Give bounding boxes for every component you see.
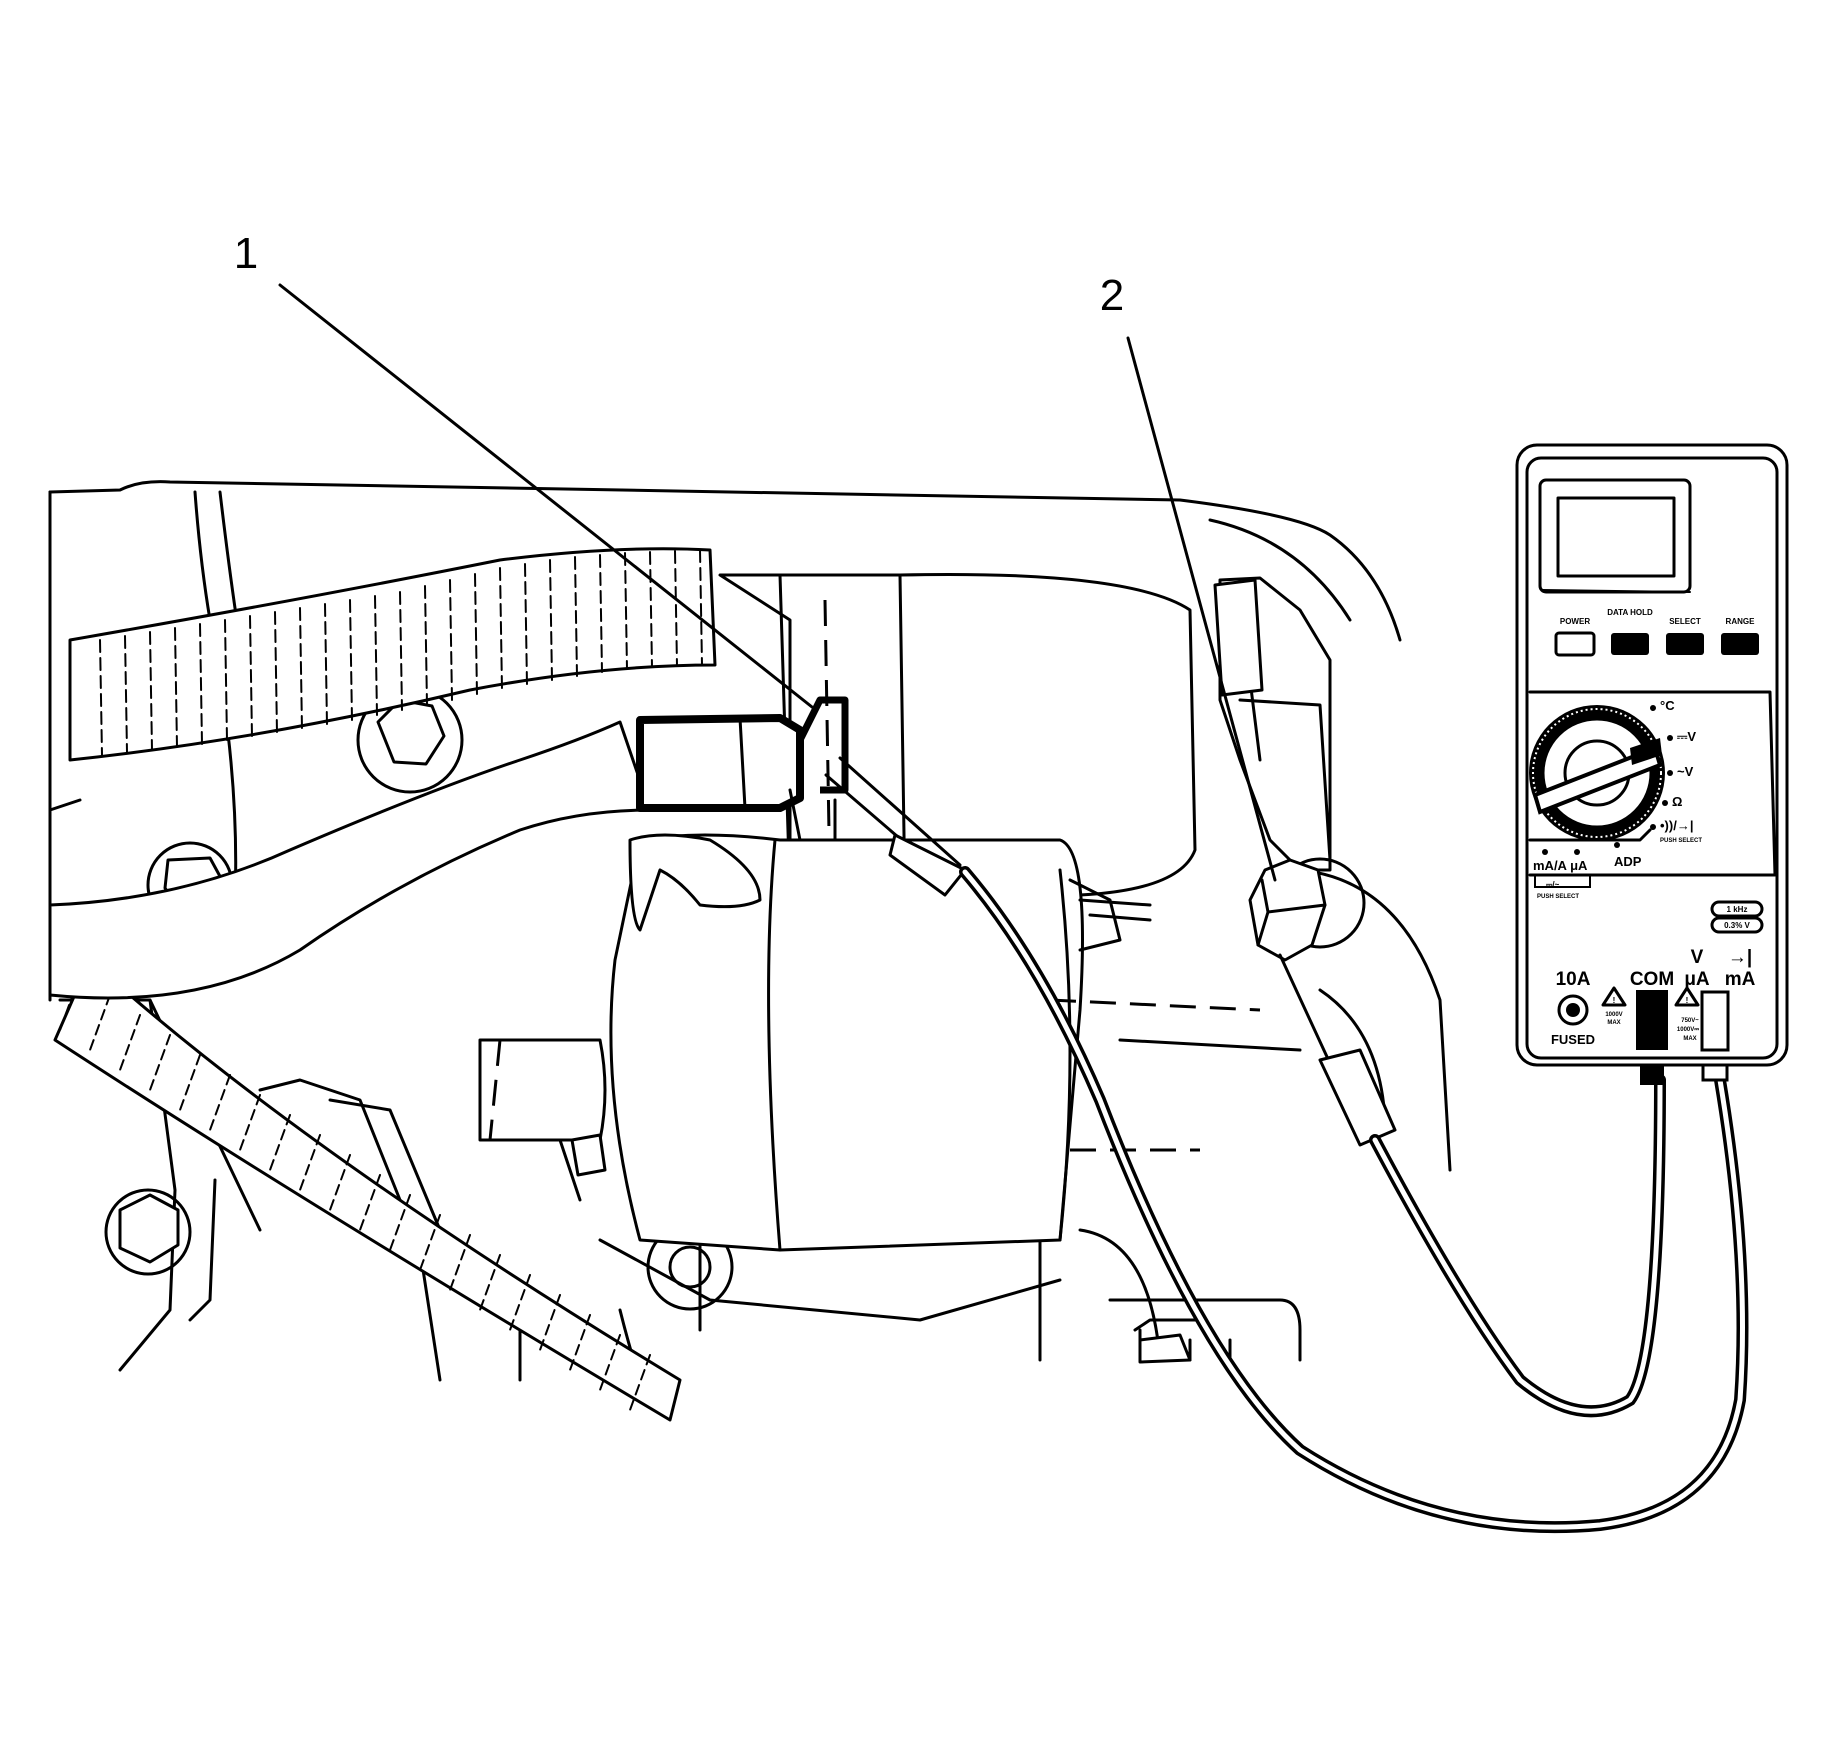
jack-label-ua: μA	[1684, 969, 1710, 990]
range-button[interactable]	[1721, 633, 1759, 655]
wire-harness-upper	[68, 547, 717, 762]
button-label-data-hold: DATA HOLD	[1607, 608, 1653, 617]
dial-push-select-2: PUSH SELECT	[1537, 894, 1579, 900]
dial-adp: ADP	[1614, 854, 1642, 869]
hex-bolt-lower-left	[104, 1188, 192, 1276]
engine-background	[48, 480, 1452, 1382]
dial-ohms: Ω	[1672, 794, 1682, 809]
battery-cable	[48, 720, 652, 1000]
callout-2-label: 2	[1100, 271, 1124, 320]
max2-b: 1000V⎓	[1677, 1027, 1699, 1033]
dial-ac-volts: ~V	[1677, 764, 1694, 779]
dial-dc-volts: ⎓V	[1677, 729, 1696, 744]
freq-pct: 0.3% V	[1724, 921, 1750, 930]
max2-c: MAX	[1683, 1036, 1696, 1042]
button-label-power: POWER	[1560, 617, 1590, 626]
hex-bolt-upper-left	[356, 686, 464, 794]
button-label-range: RANGE	[1726, 617, 1756, 626]
jack-label-10a: 10A	[1556, 969, 1591, 990]
small-bolt-bottom-right	[1138, 1333, 1192, 1364]
jack-com[interactable]	[1636, 990, 1668, 1050]
wire-harness-lower	[53, 958, 682, 1422]
callout-1: 1	[234, 229, 814, 709]
jack-label-ma: mA	[1725, 969, 1756, 990]
dial-ma-ua: mA/A μA	[1533, 858, 1588, 873]
jack-label-v: V	[1691, 947, 1704, 968]
freq-hz: 1 kHz	[1727, 905, 1748, 914]
dial-ma-ua-sub: ⎓/~	[1546, 880, 1560, 889]
jack-label-diode: →|	[1728, 947, 1752, 968]
svg-text:!: !	[1686, 996, 1689, 1005]
meter-display	[1538, 478, 1692, 594]
max2-a: 750V~	[1681, 1018, 1699, 1024]
button-label-select: SELECT	[1669, 617, 1701, 626]
svg-text:!: !	[1613, 996, 1616, 1005]
ground-bolt	[1248, 857, 1366, 962]
jack-label-fused: FUSED	[1551, 1032, 1595, 1047]
select-button[interactable]	[1666, 633, 1704, 655]
dial-temp: °C	[1660, 698, 1675, 713]
rotary-dial[interactable]	[1529, 705, 1665, 841]
callout-2: 2	[1100, 271, 1277, 882]
solenoid-connector	[636, 696, 849, 842]
callout-1-label: 1	[234, 229, 258, 278]
dial-continuity-diode: •))/→|	[1660, 818, 1693, 833]
starter-motor	[478, 572, 1261, 1322]
dial-push-select-1: PUSH SELECT	[1660, 838, 1702, 844]
data-hold-button[interactable]	[1611, 633, 1649, 655]
max1-a: 1000V	[1605, 1012, 1622, 1018]
max1-b: MAX	[1607, 1020, 1620, 1026]
digital-multimeter: POWER DATA HOLD SELECT RANGE °C ⎓V ~V Ω …	[1515, 443, 1789, 1067]
jack-label-com: COM	[1630, 969, 1674, 990]
jack-v-ma[interactable]	[1700, 990, 1730, 1052]
power-button[interactable]	[1554, 631, 1596, 657]
